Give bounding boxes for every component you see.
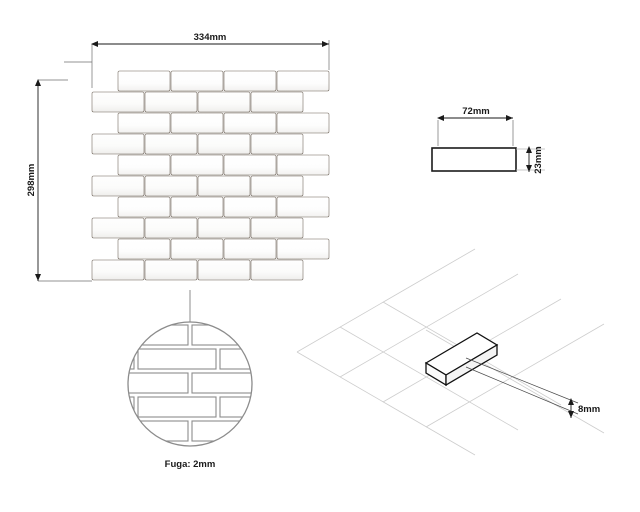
tile-row bbox=[91, 91, 304, 113]
tile-thickness-dimension: 23mm bbox=[516, 146, 545, 174]
detail-pattern bbox=[128, 322, 252, 446]
side-profile-group: 72mm 23mm bbox=[431, 106, 545, 174]
iso-grid bbox=[296, 248, 605, 456]
height-dimension-label: 298mm bbox=[26, 164, 37, 197]
tile-row bbox=[91, 217, 304, 239]
tile-thickness-label: 23mm bbox=[533, 146, 544, 173]
iso-height-dimension: 8mm bbox=[465, 357, 600, 418]
detail-callout-group: Fuga: 2mm bbox=[127, 290, 253, 470]
height-dimension: 298mm bbox=[26, 79, 92, 282]
tile-row bbox=[117, 112, 330, 134]
detail-circle-outline bbox=[127, 321, 253, 447]
isometric-view-group: 8mm bbox=[296, 248, 605, 456]
detail-caption: Fuga: 2mm bbox=[165, 459, 216, 470]
front-elevation-group: 334mm 298mm bbox=[26, 32, 330, 282]
tile-length-label: 72mm bbox=[462, 106, 489, 117]
tile-length-dimension: 72mm bbox=[437, 106, 514, 146]
tile-row bbox=[117, 70, 330, 92]
width-dimension-label: 334mm bbox=[194, 32, 227, 43]
tile-row bbox=[91, 175, 304, 197]
iso-tile-block bbox=[424, 332, 499, 387]
tile-row bbox=[91, 259, 304, 281]
tile-row bbox=[117, 196, 330, 218]
tile-row bbox=[117, 154, 330, 176]
tile-row bbox=[117, 238, 330, 260]
tile-row bbox=[91, 133, 304, 155]
mosaic-tile-field bbox=[91, 70, 330, 281]
width-dimension: 334mm bbox=[64, 32, 330, 88]
iso-height-label: 8mm bbox=[578, 404, 600, 415]
tile-profile-rect bbox=[431, 147, 517, 172]
